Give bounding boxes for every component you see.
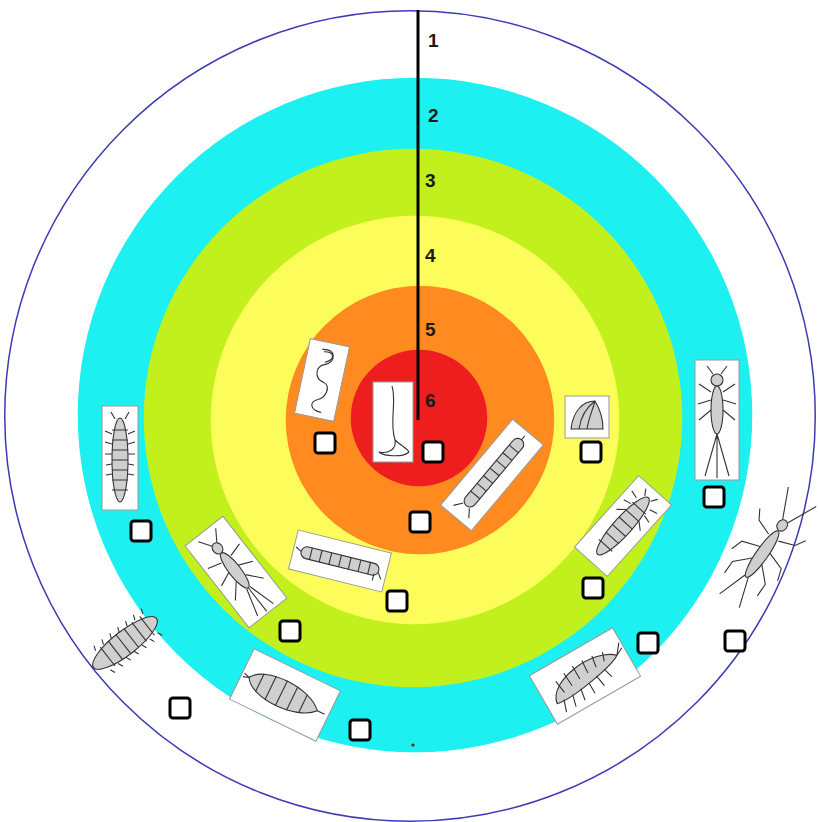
nymph-detail	[698, 366, 736, 478]
nymph-detail	[707, 481, 819, 617]
zone-number: 1	[428, 31, 439, 50]
checkbox	[387, 591, 407, 611]
checkbox	[725, 631, 745, 651]
larva-sketch	[441, 419, 544, 531]
checkbox	[410, 512, 430, 532]
larva-body	[300, 546, 381, 577]
larva-sketch	[102, 406, 138, 510]
worm-body	[309, 349, 335, 413]
zone-ring: 123456	[4, 10, 816, 822]
nymph-sketch	[707, 481, 819, 617]
larva-detail	[453, 430, 532, 519]
larva-detail	[92, 609, 162, 674]
larva-body	[243, 665, 323, 723]
worm-body	[379, 386, 409, 453]
zone-ring: 3456	[143, 148, 683, 688]
nymph-sketch	[695, 360, 739, 480]
ring-disc	[351, 350, 488, 487]
dot-mark	[411, 743, 414, 746]
checkbox	[350, 720, 370, 740]
ring-disc	[78, 78, 753, 753]
larva-sketch	[83, 605, 167, 681]
larva-body	[112, 418, 128, 502]
larva-body	[462, 436, 526, 510]
ring-disc	[211, 216, 620, 625]
shell-sketch	[565, 396, 609, 438]
checkbox	[423, 442, 443, 462]
larva-sketch	[575, 476, 672, 577]
larva-detail	[105, 412, 135, 490]
checkbox	[583, 578, 603, 598]
larva-sketch	[230, 649, 341, 741]
sketch-card	[185, 516, 287, 628]
zone-ring: 23456	[77, 77, 753, 753]
sketch-card	[575, 476, 672, 577]
worm-detail	[379, 452, 409, 456]
zone-number: 4	[425, 246, 436, 265]
larva-sketch	[295, 339, 350, 422]
checkbox	[170, 698, 190, 718]
amphipod-detail	[548, 640, 636, 712]
nymph-detail	[191, 523, 282, 624]
nymph-head	[711, 374, 723, 386]
checkbox	[704, 487, 724, 507]
sketch-card	[102, 406, 138, 510]
nymph-body	[711, 386, 723, 434]
sketch-card	[565, 396, 609, 438]
larva-sketch	[289, 530, 392, 592]
nymph-head	[210, 541, 225, 557]
larva-body	[591, 492, 655, 561]
sketch-card	[373, 382, 413, 462]
zone-ring: 56	[285, 285, 555, 555]
ring-shape	[350, 349, 488, 487]
sketch-card	[295, 339, 350, 422]
zone-ring: 456	[210, 215, 620, 625]
sketch-card	[529, 628, 640, 724]
checkbox	[581, 442, 601, 462]
shell-detail	[579, 401, 595, 429]
larva-detail	[293, 544, 384, 582]
ring-disc	[144, 149, 683, 688]
checkbox	[315, 433, 335, 453]
amphipod-sketch	[529, 628, 640, 724]
zone-number: 5	[425, 320, 436, 339]
larva-detail	[238, 662, 331, 727]
scale-line	[417, 10, 420, 420]
nymph-head	[775, 518, 790, 534]
zone-ring: 6	[350, 349, 488, 487]
larva-detail	[593, 483, 664, 557]
shell-body	[571, 401, 603, 429]
ring-disc	[5, 11, 816, 822]
zone-number: 6	[425, 391, 436, 410]
sketch-card	[230, 649, 341, 741]
ring-disc	[286, 286, 555, 555]
zone-number: 2	[428, 106, 439, 125]
nymph-body	[741, 528, 783, 581]
checkbox	[131, 521, 151, 541]
larva-sketch	[373, 382, 413, 462]
zone-number: 3	[425, 171, 436, 190]
worm-detail	[322, 351, 333, 363]
sketch-card	[695, 360, 739, 480]
sketch-card	[289, 530, 392, 592]
larva-body	[86, 609, 164, 677]
checkbox	[638, 633, 658, 653]
checkbox	[280, 621, 300, 641]
nymph-body	[216, 549, 253, 591]
nymph-sketch	[185, 516, 287, 628]
sketch-card	[441, 419, 544, 531]
amphipod-body	[546, 646, 624, 704]
